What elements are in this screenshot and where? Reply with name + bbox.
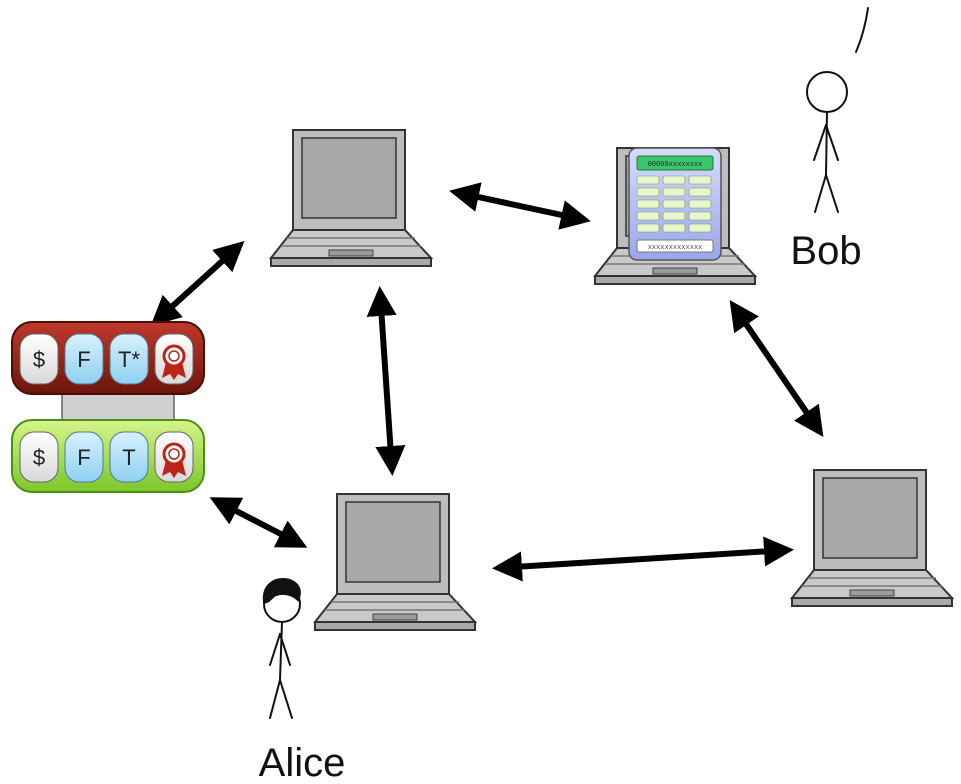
bob-hat-icon [855, 7, 869, 53]
bob-label: Bob [790, 229, 861, 273]
mining-keypad [636, 175, 712, 233]
green-slot-t: T [122, 445, 135, 470]
alice-label: Alice [259, 741, 346, 784]
arrow-bob-right [729, 300, 824, 437]
transaction-red: $ F T* [11, 321, 205, 395]
red-seal-icon [162, 344, 186, 380]
alice-figure [262, 578, 301, 719]
laptop-top [270, 129, 432, 267]
laptop-alice [314, 493, 476, 631]
red-slot-f: F [77, 347, 90, 372]
mining-footer: xxxxxxxxxxxxx [648, 243, 703, 251]
green-seal-icon [162, 442, 186, 478]
alice-hair-icon [262, 578, 301, 604]
arrow-top-bob [449, 182, 591, 230]
arrow-top-transactions [150, 240, 245, 327]
red-slot-t-star: T* [118, 347, 140, 372]
connections [150, 182, 824, 582]
transaction-green: $ F T [11, 419, 205, 493]
arrow-alice-right [492, 536, 794, 582]
green-slot-f: F [77, 445, 90, 470]
bob-figure [806, 7, 869, 213]
mining-screen: 00000xxxxxxxx xxxxxxxxxxxxx [628, 147, 722, 261]
laptop-bob: 00000xxxxxxxx xxxxxxxxxxxxx [594, 147, 756, 285]
arrow-top-alice [366, 286, 406, 476]
arrow-transactions-alice [209, 497, 308, 548]
mining-header: 00000xxxxxxxx [648, 160, 703, 168]
green-slot-dollar: $ [33, 445, 45, 470]
laptop-right [791, 469, 953, 607]
red-slot-dollar: $ [33, 347, 45, 372]
transactions: $ F T* $ F T [11, 321, 205, 493]
